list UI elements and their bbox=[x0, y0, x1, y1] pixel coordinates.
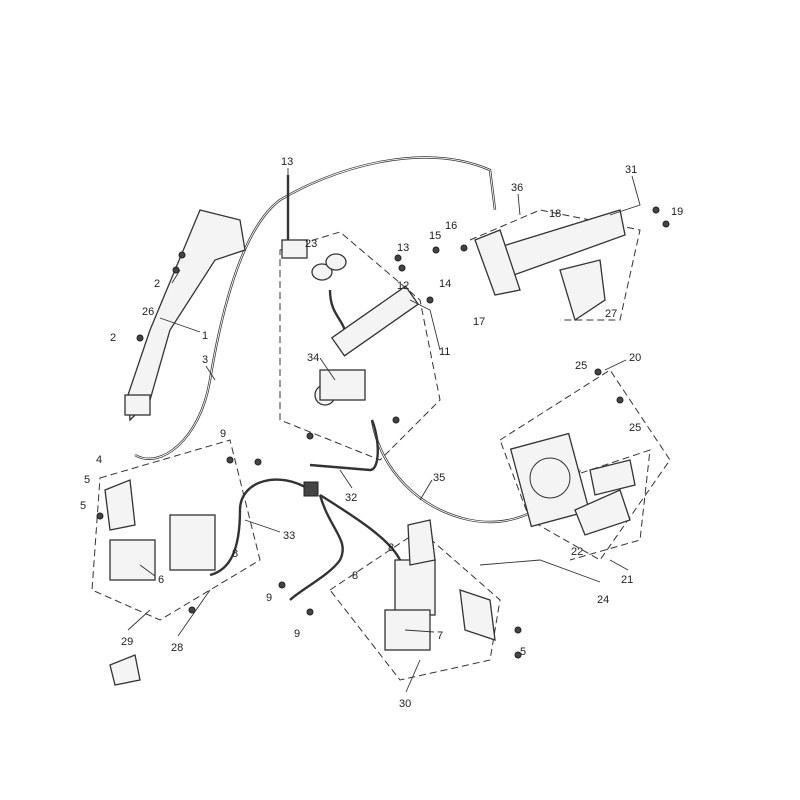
callout-13b: 13 bbox=[397, 242, 409, 254]
front-left-caliper bbox=[104, 479, 216, 581]
callout-31: 31 bbox=[625, 164, 637, 176]
callout-24: 24 bbox=[597, 594, 609, 606]
callout-1: 1 bbox=[202, 330, 208, 342]
bolts bbox=[96, 206, 670, 659]
callout-14: 14 bbox=[439, 278, 451, 290]
callout-36: 36 bbox=[511, 182, 523, 194]
callout-18: 18 bbox=[549, 208, 561, 220]
callout-29: 29 bbox=[121, 636, 133, 648]
callout-15: 15 bbox=[429, 230, 441, 242]
master-cylinder-group-outline bbox=[279, 231, 441, 461]
brake-pedal-arm bbox=[124, 209, 246, 422]
callout-6: 6 bbox=[158, 574, 164, 586]
callout-26: 26 bbox=[142, 306, 154, 318]
callout-4: 4 bbox=[96, 454, 102, 466]
handlebar-lever-group-outline bbox=[469, 209, 641, 321]
master-cylinder bbox=[311, 253, 420, 406]
callout-25: 25 bbox=[575, 360, 587, 372]
callout-3: 3 bbox=[202, 354, 208, 366]
callout-labels: 13 36 31 19 18 15 16 23 13 2 26 1 2 3 12… bbox=[80, 156, 683, 710]
bracket-23 bbox=[281, 239, 308, 259]
callout-32: 32 bbox=[345, 492, 357, 504]
callout-22: 22 bbox=[571, 546, 583, 558]
callout-5c: 5 bbox=[520, 646, 526, 658]
callout-7: 7 bbox=[437, 630, 443, 642]
pad-group-outline bbox=[559, 449, 651, 561]
callout-9c: 9 bbox=[294, 628, 300, 640]
callout-25b: 25 bbox=[629, 422, 641, 434]
bracket-part bbox=[109, 654, 141, 686]
callout-5: 5 bbox=[84, 474, 90, 486]
brake-hose-33 bbox=[209, 478, 402, 601]
callout-28: 28 bbox=[171, 642, 183, 654]
callout-20: 20 bbox=[629, 352, 641, 364]
callout-9: 9 bbox=[220, 428, 226, 440]
callout-5b: 5 bbox=[80, 500, 86, 512]
brake-hose-32 bbox=[309, 419, 379, 472]
brake-cable-3 bbox=[134, 156, 497, 461]
front-right-caliper-group-outline bbox=[329, 529, 501, 681]
callout-8: 8 bbox=[232, 548, 238, 560]
rear-caliper-group-outline bbox=[499, 369, 671, 561]
front-right-caliper bbox=[384, 519, 496, 651]
callout-11: 11 bbox=[439, 346, 450, 358]
callout-30: 30 bbox=[399, 698, 411, 710]
callout-2b: 2 bbox=[110, 332, 116, 344]
callout-8c: 8 bbox=[352, 570, 358, 582]
callout-33: 33 bbox=[283, 530, 295, 542]
handlebar-lever-assembly bbox=[474, 209, 626, 322]
junction-block bbox=[303, 481, 319, 497]
callout-35: 35 bbox=[433, 472, 445, 484]
callout-12: 12 bbox=[397, 280, 409, 292]
callout-34: 34 bbox=[307, 352, 319, 364]
callout-27: 27 bbox=[605, 308, 617, 320]
callout-21: 21 bbox=[621, 574, 633, 586]
callout-23: 23 bbox=[305, 238, 317, 250]
rear-caliper-assembly bbox=[509, 432, 636, 536]
leader-lines bbox=[127, 168, 641, 693]
callout-8b: 8 bbox=[388, 542, 394, 554]
callout-17: 17 bbox=[473, 316, 485, 328]
callout-2: 2 bbox=[154, 278, 160, 290]
callout-16: 16 bbox=[445, 220, 457, 232]
callout-13: 13 bbox=[281, 156, 293, 168]
callout-19: 19 bbox=[671, 206, 683, 218]
callout-9b: 9 bbox=[266, 592, 272, 604]
front-left-caliper-group-outline bbox=[91, 439, 261, 621]
